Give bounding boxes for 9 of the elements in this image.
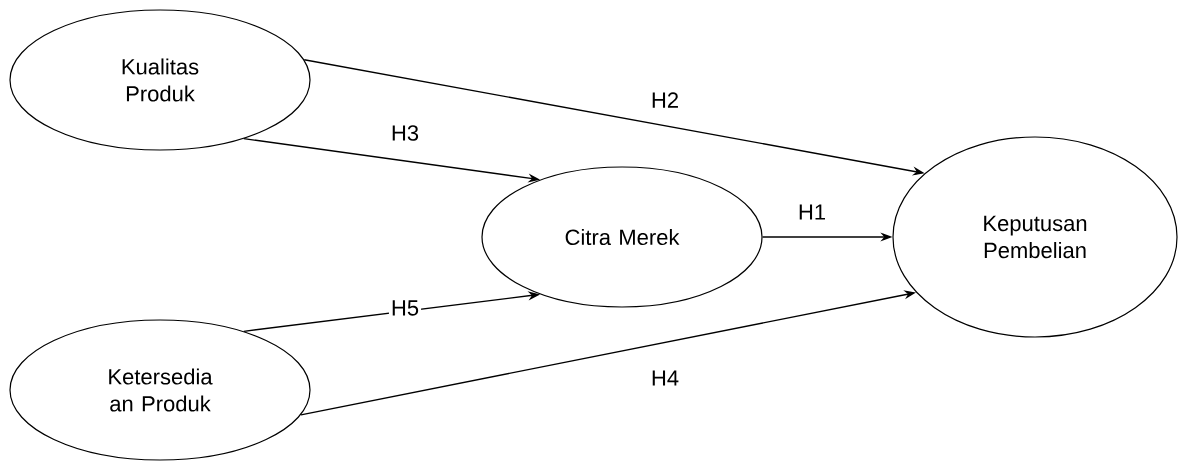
edge-label: H5: [388, 298, 422, 318]
ellipse-node: Ketersedia an Produk: [9, 319, 311, 461]
ellipse-node: Kualitas Produk: [9, 9, 311, 151]
ellipse-node: Citra Merek: [481, 166, 763, 308]
ellipse-node: Keputusan Pembelian: [892, 136, 1178, 338]
edge-label: H2: [648, 90, 682, 110]
edge-label: H3: [388, 123, 422, 143]
edge-label: H1: [795, 202, 829, 222]
edge-label: H4: [648, 368, 682, 388]
